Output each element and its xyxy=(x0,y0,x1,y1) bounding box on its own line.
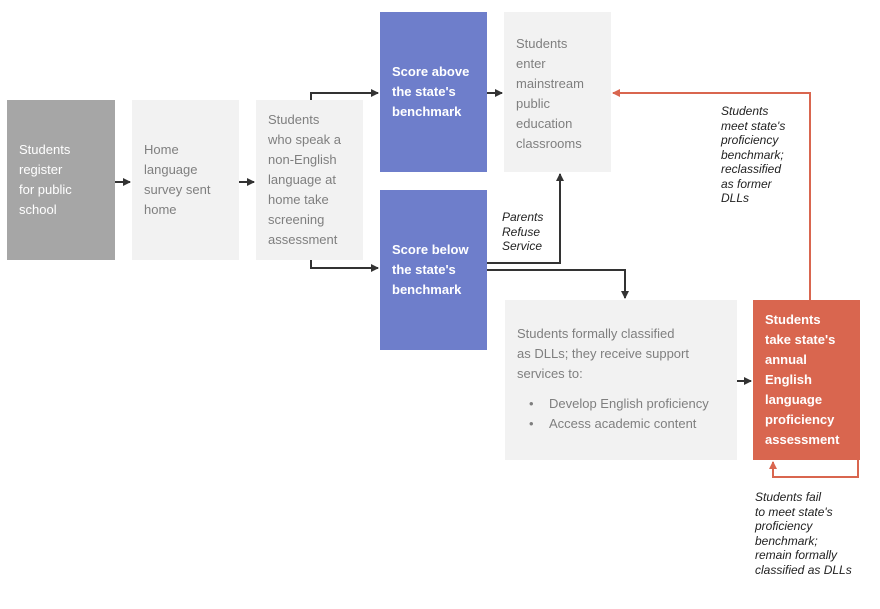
node-dll-classification: Students formally classified as DLLs; th… xyxy=(505,300,737,460)
arrow-below-to-mainstream xyxy=(487,173,564,264)
note-remain-dll: Students fail to meet state's proficienc… xyxy=(755,490,852,577)
arrow-screening-to-below xyxy=(310,260,379,272)
arrow-assessment-to-mainstream xyxy=(612,89,811,300)
bullet-dot: • xyxy=(529,396,534,411)
node-mainstream-classrooms-label: Students enter mainstream public educati… xyxy=(516,36,584,151)
node-dll-bullets: • Develop English proficiency • Access aca… xyxy=(517,394,725,434)
node-score-below: Score below the state's benchmark xyxy=(380,190,487,350)
node-score-above: Score above the state's benchmark xyxy=(380,12,487,172)
note-reclassified: Students meet state's proficiency benchm… xyxy=(721,104,786,205)
bullet-item: • Develop English proficiency xyxy=(529,394,725,414)
bullet-text: Access academic content xyxy=(549,416,697,431)
node-home-language-survey: Home language survey sent home xyxy=(132,100,239,260)
node-mainstream-classrooms: Students enter mainstream public educati… xyxy=(504,12,611,172)
bullet-dot: • xyxy=(529,416,534,431)
node-score-above-label: Score above the state's benchmark xyxy=(392,64,470,119)
bullet-text: Develop English proficiency xyxy=(549,396,709,411)
arrow-assessment-loop xyxy=(769,460,859,478)
node-score-below-label: Score below the state's benchmark xyxy=(392,242,469,297)
node-annual-assessment-label: Students take state's annual English lan… xyxy=(765,312,840,447)
note-parents-refuse-service: Parents Refuse Service xyxy=(502,210,544,253)
node-register-label: Students register for public school xyxy=(19,142,72,217)
node-home-language-survey-label: Home language survey sent home xyxy=(144,142,211,217)
arrow-screening-to-above xyxy=(310,89,379,100)
node-dll-intro: Students formally classified as DLLs; th… xyxy=(517,326,689,381)
node-screening-assessment-label: Students who speak a non-English languag… xyxy=(268,112,341,247)
arrow-below-to-dll xyxy=(487,269,629,299)
bullet-item: • Access academic content xyxy=(529,414,725,434)
node-register: Students register for public school xyxy=(7,100,115,260)
node-screening-assessment: Students who speak a non-English languag… xyxy=(256,100,363,260)
node-annual-assessment: Students take state's annual English lan… xyxy=(753,300,860,460)
